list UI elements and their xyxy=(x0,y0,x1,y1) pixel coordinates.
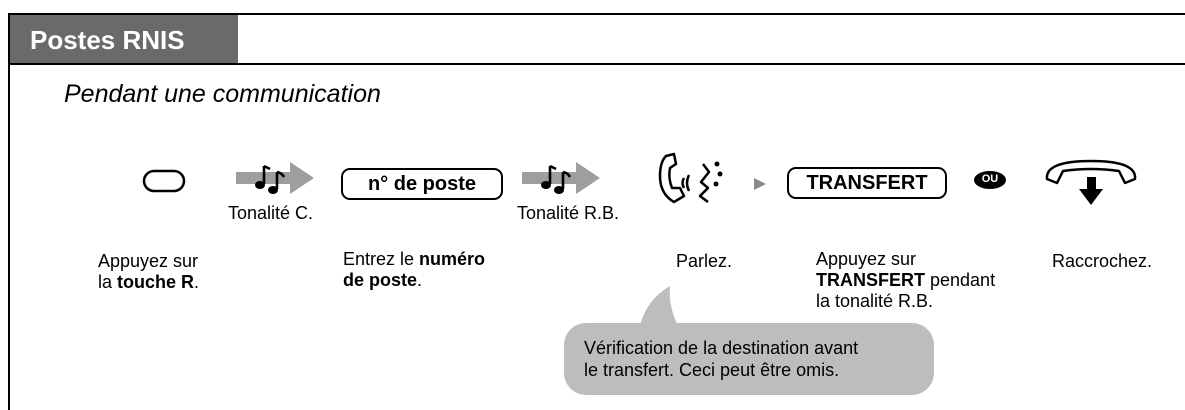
extension-number-key[interactable]: n° de poste xyxy=(341,168,503,200)
instruction-hang-up: Raccrochez. xyxy=(1052,251,1153,271)
tone-c-label: Tonalité C. xyxy=(228,203,314,223)
note-bubble xyxy=(564,323,934,395)
instruction-press-r: Appuyez sur la touche R. xyxy=(98,251,200,292)
page-subtitle: Pendant une communication xyxy=(64,80,381,108)
instruction-enter-extension: Entrez le numéro de poste. xyxy=(343,249,486,290)
instruction-transfer: Appuyez sur TRANSFERT pendant la tonalit… xyxy=(816,249,996,311)
hang-up-icon xyxy=(1045,159,1137,205)
transfer-key[interactable]: TRANSFERT xyxy=(787,167,947,199)
header-divider xyxy=(10,63,1185,65)
talk-icon xyxy=(658,152,723,204)
section-title: Postes RNIS xyxy=(30,25,185,55)
or-badge xyxy=(974,171,1006,189)
next-arrow-icon xyxy=(754,178,766,190)
instruction-speak: Parlez. xyxy=(676,251,733,271)
section-header: Postes RNIS xyxy=(10,15,238,63)
note-text: Vérification de la destination avant le … xyxy=(584,338,859,380)
ringback-tone-arrow-icon xyxy=(522,162,600,194)
note-bubble-tail xyxy=(640,286,680,330)
page-frame xyxy=(8,13,1185,410)
tone-arrow-icon xyxy=(236,162,314,194)
or-badge-label: OU xyxy=(981,173,999,185)
r-key-icon[interactable] xyxy=(142,169,186,193)
tone-rb-label: Tonalité R.B. xyxy=(517,203,620,223)
